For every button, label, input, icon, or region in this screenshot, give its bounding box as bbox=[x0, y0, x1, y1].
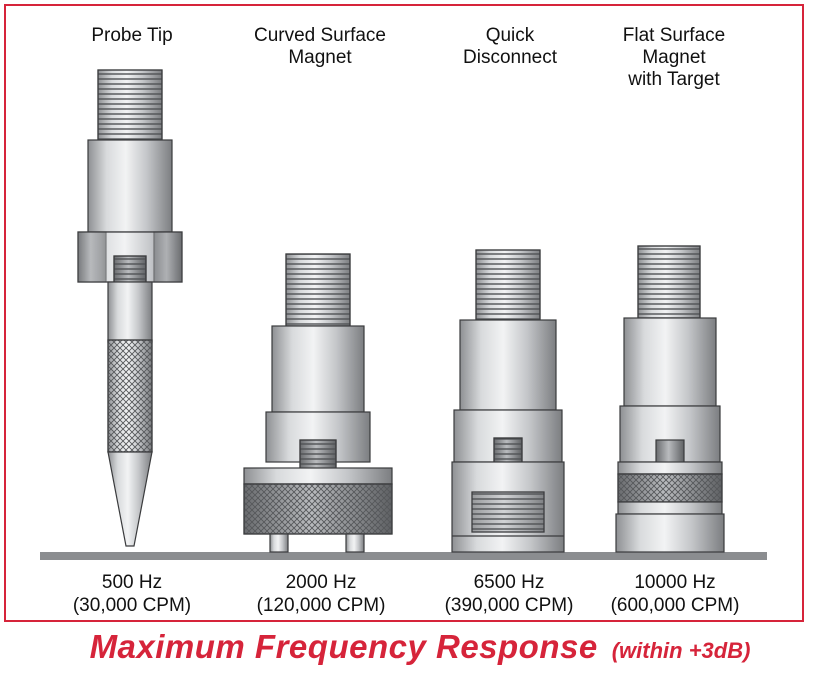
freq-cpm: (120,000 CPM) bbox=[256, 595, 386, 616]
freq-cpm: (600,000 CPM) bbox=[610, 595, 740, 616]
freq-probe-tip: 500 Hz (30,000 CPM) bbox=[52, 571, 212, 617]
headline-sub: (within +3dB) bbox=[611, 638, 751, 663]
probe-tip-sensor bbox=[77, 69, 183, 547]
freq-hz: 10000 Hz bbox=[634, 572, 716, 593]
curved-surface-magnet-sensor bbox=[243, 253, 393, 553]
freq-hz: 6500 Hz bbox=[473, 572, 545, 593]
label-curved-surface-magnet: Curved Surface Magnet bbox=[253, 25, 386, 68]
quick-disconnect-sensor bbox=[451, 249, 565, 553]
freq-curved-surface-magnet: 2000 Hz (120,000 CPM) bbox=[236, 571, 406, 617]
freq-hz: 2000 Hz bbox=[285, 572, 357, 593]
label-quick-disconnect: Quick Disconnect bbox=[463, 25, 557, 68]
headline: Maximum Frequency Response (within +3dB) bbox=[40, 628, 800, 666]
diagram-frame bbox=[4, 4, 804, 622]
label-probe-tip: Probe Tip bbox=[91, 25, 173, 46]
freq-quick-disconnect: 6500 Hz (390,000 CPM) bbox=[424, 571, 594, 617]
flat-surface-magnet-sensor bbox=[615, 245, 725, 553]
headline-main: Maximum Frequency Response bbox=[89, 628, 598, 665]
freq-cpm: (390,000 CPM) bbox=[444, 595, 574, 616]
label-flat-surface-magnet: Flat Surface Magnet with Target bbox=[622, 25, 726, 90]
freq-flat-surface-magnet: 10000 Hz (600,000 CPM) bbox=[590, 571, 760, 617]
ground-surface bbox=[40, 552, 767, 560]
freq-hz: 500 Hz bbox=[101, 572, 163, 593]
freq-cpm: (30,000 CPM) bbox=[72, 595, 192, 616]
